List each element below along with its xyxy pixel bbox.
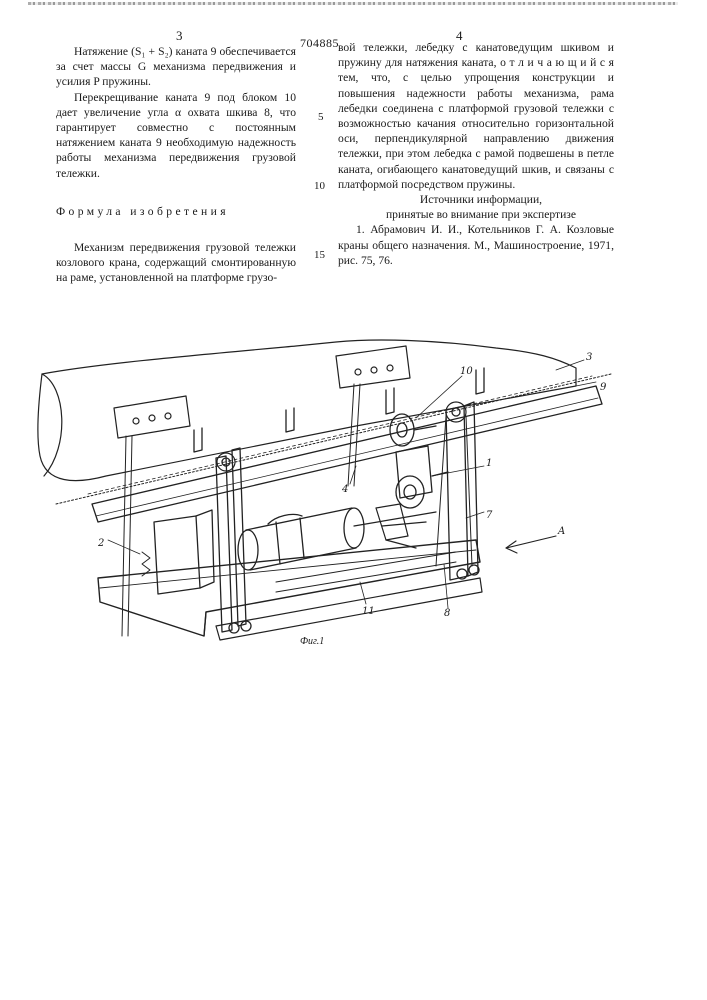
callout-8: 8 <box>444 608 451 619</box>
callout-3: 3 <box>586 352 593 363</box>
right-paragraph-claim: вой тележки, лебедку с канатоведущим шки… <box>338 41 614 191</box>
sheave-8-bracket <box>375 503 409 541</box>
callout-4: 4 <box>342 484 349 495</box>
page-number-right: 4 <box>456 28 463 43</box>
rope-9 <box>55 373 612 505</box>
callout-11: 11 <box>362 606 375 617</box>
frame-column-right <box>445 405 469 581</box>
scan-artifact <box>28 2 678 5</box>
trolley-mechanism-drawing <box>37 339 612 641</box>
winch-1 <box>395 445 449 509</box>
bracket-left <box>113 395 191 439</box>
left-paragraph-claim: Механизм передвижения грузовой тележки к… <box>56 241 296 285</box>
sheave-10 <box>389 413 437 447</box>
rope-right-loop <box>435 415 473 567</box>
rope-left-down <box>121 435 133 637</box>
rail-beam <box>91 385 603 523</box>
frame-column-left <box>215 455 233 633</box>
sources-title-line1: Источники информации, <box>419 193 543 207</box>
spring-2 <box>141 551 151 577</box>
bracket-center <box>335 345 411 389</box>
line-number-5: 5 <box>318 111 324 123</box>
direction-arrow-A <box>505 535 557 549</box>
page-number-left: 3 <box>176 28 183 43</box>
callout-2: 2 <box>98 538 105 549</box>
right-column: вой тележки, лебедку с канатоведущим шки… <box>338 40 614 268</box>
technical-drawing: 3 9 10 1 4 7 A 2 8 11 <box>36 326 636 666</box>
callout-10: 10 <box>460 366 473 377</box>
source-reference-1: 1. Абрамович И. И., Котельников Г. А. Ко… <box>338 223 614 267</box>
callout-1: 1 <box>486 458 493 469</box>
left-paragraph-tension: Натяжение (S₁ + S₂) каната 9 обеспечивае… <box>56 45 296 89</box>
winch-housing-left <box>153 515 201 595</box>
line-number-15: 15 <box>314 249 325 261</box>
callout-7: 7 <box>486 510 493 521</box>
trolley-body-outline <box>37 339 577 482</box>
motor-cylinder <box>237 507 365 571</box>
sources-title-line2: принятые во внимание при экспертизе <box>385 208 577 222</box>
drive-shaft <box>353 511 437 527</box>
callout-A: A <box>558 526 566 537</box>
claims-heading: Формула изобретения <box>56 204 229 218</box>
line-number-10: 10 <box>314 180 325 192</box>
left-column: Натяжение (S₁ + S₂) каната 9 обеспечивае… <box>56 44 296 286</box>
figure-caption: Фиг.1 <box>300 636 325 647</box>
trolley-end-curve <box>41 373 63 477</box>
patent-number: 704885 <box>300 36 339 50</box>
left-paragraph-crossing: Перекрещивание каната 9 под блоком 10 да… <box>56 90 296 180</box>
callout-9: 9 <box>600 382 607 393</box>
